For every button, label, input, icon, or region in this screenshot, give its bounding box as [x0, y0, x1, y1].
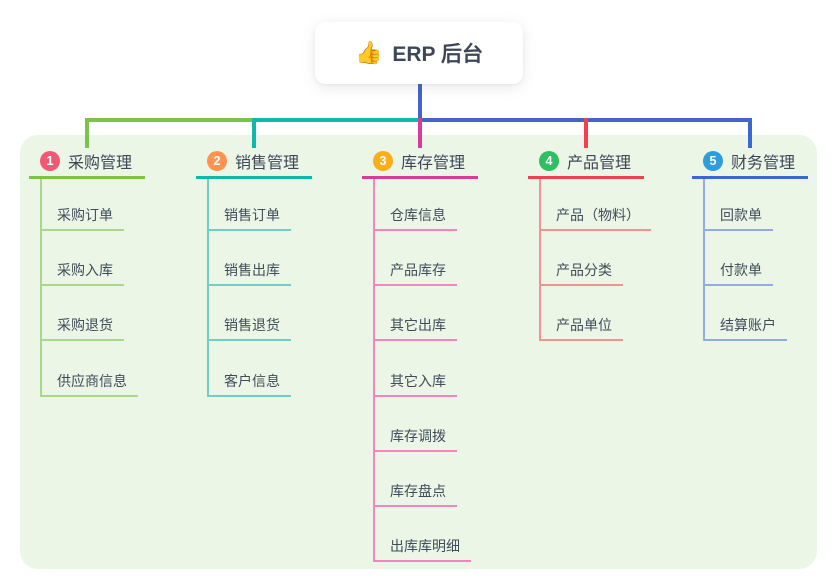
child-node[interactable]: 采购入库 — [40, 256, 124, 286]
branch-spine-line — [40, 179, 42, 397]
child-node[interactable]: 出库库明细 — [373, 532, 471, 562]
child-node[interactable]: 其它出库 — [373, 311, 457, 341]
branch-header-3[interactable]: 3 库存管理 — [362, 146, 478, 179]
child-node[interactable]: 供应商信息 — [40, 367, 138, 397]
branch-number-badge: 4 — [539, 151, 559, 171]
branch-header-4[interactable]: 4 产品管理 — [528, 146, 644, 179]
child-node[interactable]: 采购订单 — [40, 201, 124, 231]
purchase-bus-segment — [85, 118, 254, 122]
branch-drop-line — [584, 118, 588, 148]
branch-number-badge: 3 — [373, 151, 393, 171]
root-label: ERP 后台 — [392, 43, 484, 66]
branch-label: 产品管理 — [567, 155, 632, 172]
branch-drop-line — [252, 118, 256, 148]
branch-label: 库存管理 — [401, 155, 466, 172]
child-node[interactable]: 销售退货 — [207, 311, 291, 341]
child-node[interactable]: 产品单位 — [539, 311, 623, 341]
child-node[interactable]: 销售出库 — [207, 256, 291, 286]
child-node[interactable]: 客户信息 — [207, 367, 291, 397]
branch-number-badge: 2 — [207, 151, 227, 171]
branch-spine-line — [207, 179, 209, 397]
child-node[interactable]: 产品库存 — [373, 256, 457, 286]
branches-panel — [20, 135, 817, 569]
branch-label: 销售管理 — [235, 155, 300, 172]
child-node[interactable]: 产品（物料） — [539, 201, 651, 231]
sales-bus-segment — [253, 118, 420, 122]
child-node[interactable]: 产品分类 — [539, 256, 623, 286]
root-node-erp[interactable]: 👍 ERP 后台 — [315, 22, 523, 84]
branch-drop-line — [85, 118, 89, 148]
branch-number-badge: 5 — [703, 151, 723, 171]
branch-number-badge: 1 — [40, 151, 60, 171]
thumbs-up-icon: 👍 — [354, 40, 383, 65]
child-node[interactable]: 结算账户 — [703, 311, 787, 341]
child-node[interactable]: 采购退货 — [40, 311, 124, 341]
branch-spine-line — [539, 179, 541, 341]
child-node[interactable]: 库存调拨 — [373, 422, 457, 452]
branch-drop-line — [418, 118, 422, 148]
branch-drop-line — [748, 118, 752, 148]
branch-label: 财务管理 — [731, 155, 796, 172]
child-node[interactable]: 仓库信息 — [373, 201, 457, 231]
child-node[interactable]: 销售订单 — [207, 201, 291, 231]
child-node[interactable]: 回款单 — [703, 201, 773, 231]
branch-label: 采购管理 — [68, 155, 133, 172]
branch-spine-line — [703, 179, 705, 341]
branch-header-2[interactable]: 2 销售管理 — [196, 146, 312, 179]
branch-spine-line — [373, 179, 375, 562]
branch-header-5[interactable]: 5 财务管理 — [692, 146, 808, 179]
child-node[interactable]: 其它入库 — [373, 367, 457, 397]
child-node[interactable]: 库存盘点 — [373, 477, 457, 507]
branch-header-1[interactable]: 1 采购管理 — [29, 146, 145, 179]
child-node[interactable]: 付款单 — [703, 256, 773, 286]
trunk-connector-line — [418, 84, 422, 122]
